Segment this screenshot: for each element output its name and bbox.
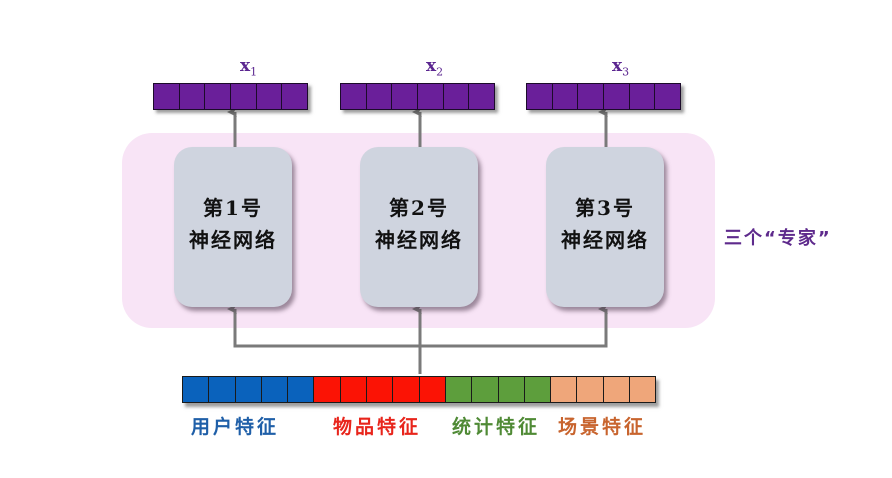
output-cell (551, 83, 579, 110)
output-cell (281, 83, 309, 110)
feature-cell-context (550, 376, 578, 403)
feature-label-user: 用户特征 (191, 416, 280, 438)
output-cell (442, 83, 470, 110)
output-cell (468, 83, 496, 110)
input-feature-vector (182, 376, 657, 403)
feature-cell-user (234, 376, 262, 403)
feature-cell-context (602, 376, 631, 403)
output-cell (204, 83, 232, 110)
output-vector-x1 (153, 83, 309, 110)
output-cell (603, 83, 630, 110)
output-cell (340, 83, 367, 110)
feature-label-item: 物品特征 (333, 416, 422, 438)
output-vector-x2 (340, 83, 496, 110)
output-cell (526, 83, 553, 110)
output-cell (365, 83, 393, 110)
expert-network-2: 第2号 神经网络 (360, 147, 478, 307)
feature-cell-item (418, 376, 446, 403)
expert-network-1: 第1号 神经网络 (174, 147, 292, 307)
expert-network-3: 第3号 神经网络 (546, 147, 664, 307)
output-cell (153, 83, 180, 110)
expert-3-number: 第3号 (575, 196, 635, 220)
feature-cell-item (339, 376, 368, 403)
output-cell (391, 83, 419, 110)
feature-cell-statistics (523, 376, 552, 403)
expert-2-label: 神经网络 (375, 228, 463, 252)
feature-cell-user (208, 376, 236, 403)
feature-cell-context (576, 376, 604, 403)
feature-cell-statistics (497, 376, 525, 403)
feature-cell-item (366, 376, 394, 403)
expert-3-label: 神经网络 (561, 228, 649, 252)
output-vector-x3 (526, 83, 682, 110)
output-cell (654, 83, 682, 110)
feature-cell-user (287, 376, 315, 403)
expert-2-number: 第2号 (389, 196, 449, 220)
expert-1-label: 神经网络 (189, 228, 277, 252)
expert-1-number: 第1号 (203, 196, 263, 220)
experts-group-label: 三个“专家” (724, 228, 832, 249)
output-label-x3: x3 (612, 56, 630, 79)
output-cell (255, 83, 283, 110)
feature-cell-item (313, 376, 341, 403)
feature-label-statistics: 统计特征 (452, 416, 541, 438)
feature-label-context: 场景特征 (558, 416, 647, 438)
feature-cell-user (182, 376, 210, 403)
output-cell (417, 83, 444, 110)
output-cell (178, 83, 206, 110)
feature-cell-statistics (471, 376, 499, 403)
output-cell (577, 83, 605, 110)
feature-cell-user (260, 376, 289, 403)
output-cell (628, 83, 656, 110)
output-label-x2: x2 (426, 56, 444, 79)
feature-cell-context (629, 376, 657, 403)
output-cell (230, 83, 257, 110)
output-label-x1: x1 (240, 56, 258, 79)
feature-cell-item (392, 376, 420, 403)
feature-cell-statistics (444, 376, 473, 403)
